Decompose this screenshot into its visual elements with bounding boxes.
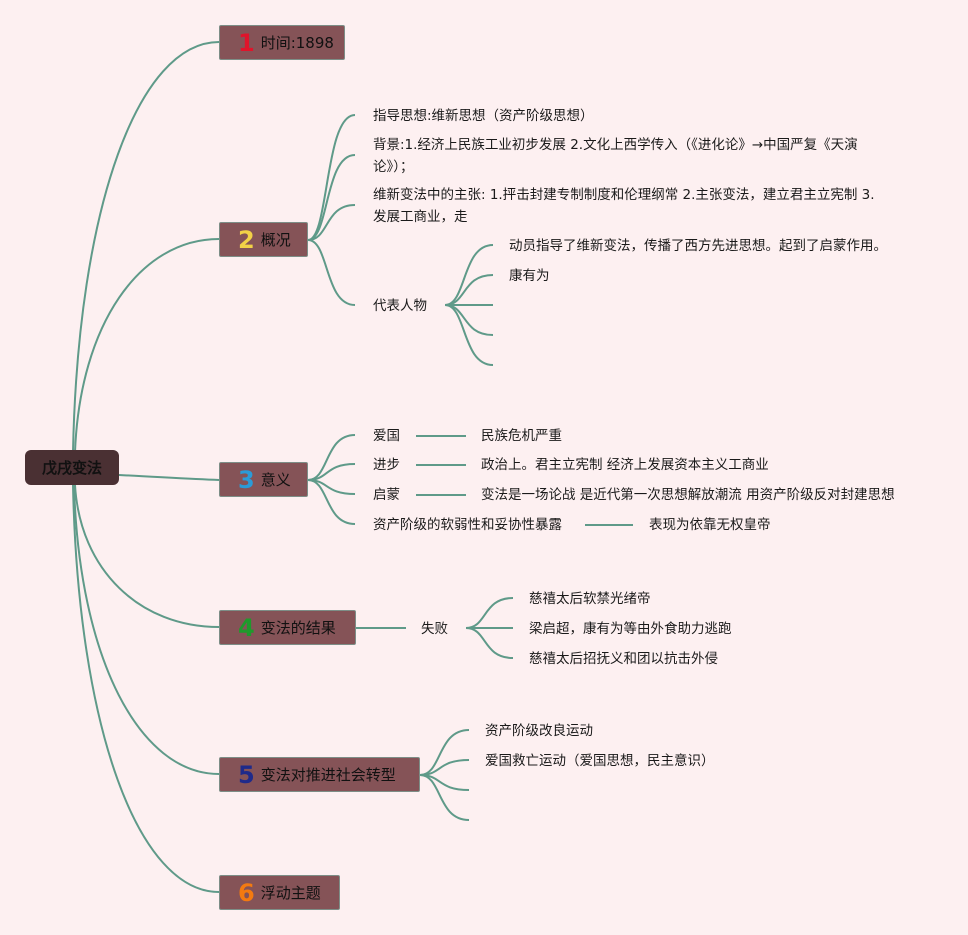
failure-item[interactable]: 慈禧太后招抚义和团以抗击外侵 xyxy=(529,648,718,670)
number-2-icon: 2 xyxy=(238,225,255,254)
subtopic-label: 梁启超，康有为等由外食助力逃跑 xyxy=(529,621,732,637)
branch-link xyxy=(465,597,514,629)
significance-item[interactable]: 资产阶级的软弱性和妥协性暴露 xyxy=(373,514,562,536)
topic-label: 浮动主题 xyxy=(260,884,321,902)
subtopic-label: 资产阶级改良运动 xyxy=(485,723,593,739)
topic-floating[interactable]: 6 浮动主题 xyxy=(219,875,340,910)
branch-link xyxy=(444,304,494,336)
subtopic-label: 指导思想:维新思想（资产阶级思想） xyxy=(373,108,594,124)
subtopic-background[interactable]: 背景:1.经济上民族工业初步发展 2.文化上西学传入（《进化论》→中国严复《天演… xyxy=(373,134,873,178)
subtopic-label: 慈禧太后软禁光绪帝 xyxy=(529,591,651,607)
number-6-icon: 6 xyxy=(238,878,255,907)
failure-item[interactable]: 慈禧太后软禁光绪帝 xyxy=(529,588,651,610)
branch-link xyxy=(307,114,356,241)
subtopic-label: 民族危机严重 xyxy=(481,428,562,444)
subtopic-label: 失败 xyxy=(421,621,448,637)
topic-label: 时间:1898 xyxy=(260,34,334,52)
connector-line xyxy=(416,464,466,466)
number-4-icon: 4 xyxy=(238,613,255,642)
root-link-2 xyxy=(74,238,220,453)
topic-social-transition[interactable]: 5 变法对推进社会转型 xyxy=(219,757,420,792)
root-link-4 xyxy=(74,484,220,628)
significance-item[interactable]: 进步 xyxy=(373,454,400,476)
branch-link xyxy=(307,479,356,525)
connector-line xyxy=(356,627,406,629)
branch-link xyxy=(307,154,356,241)
connector-line xyxy=(416,494,466,496)
topic-label: 变法对推进社会转型 xyxy=(260,766,396,784)
connector-line xyxy=(585,524,633,526)
subtopic-label: 政治上。君主立宪制 经济上发展资本主义工商业 xyxy=(481,457,769,473)
topic-result[interactable]: 4 变法的结果 xyxy=(219,610,356,645)
subtopic-label: 爱国 xyxy=(373,428,400,444)
subtopic-label: 爱国救亡运动（爱国思想，民主意识） xyxy=(485,753,715,769)
subtopic-label: 背景:1.经济上民族工业初步发展 2.文化上西学传入（《进化论》→中国严复《天演… xyxy=(373,137,858,175)
significance-detail[interactable]: 政治上。君主立宪制 经济上发展资本主义工商业 xyxy=(481,454,769,476)
significance-detail[interactable]: 变法是一场论战 是近代第一次思想解放潮流 用资产阶级反对封建思想 xyxy=(481,484,895,506)
branch-link xyxy=(419,774,470,821)
topic-time[interactable]: 1 时间:1898 xyxy=(219,25,345,60)
topic-label: 概况 xyxy=(260,231,291,249)
branch-link xyxy=(307,239,356,306)
root-topic[interactable]: 戊戌变法 xyxy=(25,450,119,485)
root-link-1 xyxy=(72,41,220,453)
transition-item[interactable]: 资产阶级改良运动 xyxy=(485,720,593,742)
significance-detail[interactable]: 民族危机严重 xyxy=(481,425,562,447)
connector-line xyxy=(416,435,466,437)
topic-label: 变法的结果 xyxy=(260,619,336,637)
failure-item[interactable]: 梁启超，康有为等由外食助力逃跑 xyxy=(529,618,732,640)
root-link-3 xyxy=(118,474,220,481)
topic-label: 意义 xyxy=(260,471,291,489)
subtopic-failure[interactable]: 失败 xyxy=(421,618,448,640)
branch-link xyxy=(307,434,356,481)
number-3-icon: 3 xyxy=(238,465,255,494)
subtopic-representatives[interactable]: 代表人物 xyxy=(373,295,427,317)
representative-item[interactable]: 动员指导了维新变法，传播了西方先进思想。起到了启蒙作用。 xyxy=(509,235,887,257)
subtopic-label: 启蒙 xyxy=(373,487,400,503)
branch-link xyxy=(444,244,494,306)
subtopic-guiding-ideology[interactable]: 指导思想:维新思想（资产阶级思想） xyxy=(373,105,594,127)
branch-link xyxy=(419,729,470,776)
topic-overview[interactable]: 2 概况 xyxy=(219,222,308,257)
subtopic-label: 进步 xyxy=(373,457,400,473)
root-topic-label: 戊戌变法 xyxy=(41,459,102,477)
subtopic-propositions[interactable]: 维新变法中的主张: 1.抨击封建专制制度和伦理纲常 2.主张变法，建立君主立宪制… xyxy=(373,184,878,228)
subtopic-label: 代表人物 xyxy=(373,298,427,314)
branch-link xyxy=(444,274,494,306)
transition-item[interactable]: 爱国救亡运动（爱国思想，民主意识） xyxy=(485,750,715,772)
subtopic-label: 表现为依靠无权皇帝 xyxy=(649,517,771,533)
root-link-6 xyxy=(72,484,220,893)
number-5-icon: 5 xyxy=(238,760,255,789)
significance-item[interactable]: 启蒙 xyxy=(373,484,400,506)
representative-item[interactable]: 康有为 xyxy=(509,265,550,287)
subtopic-label: 慈禧太后招抚义和团以抗击外侵 xyxy=(529,651,718,667)
significance-item[interactable]: 爱国 xyxy=(373,425,400,447)
branch-link xyxy=(465,627,514,659)
subtopic-label: 康有为 xyxy=(509,268,550,284)
subtopic-label: 资产阶级的软弱性和妥协性暴露 xyxy=(373,517,562,533)
significance-detail[interactable]: 表现为依靠无权皇帝 xyxy=(649,514,771,536)
number-1-icon: 1 xyxy=(238,28,255,57)
topic-significance[interactable]: 3 意义 xyxy=(219,462,308,497)
root-link-5 xyxy=(73,484,220,775)
subtopic-label: 动员指导了维新变法，传播了西方先进思想。起到了启蒙作用。 xyxy=(509,238,887,254)
branch-link xyxy=(444,304,494,366)
subtopic-label: 变法是一场论战 是近代第一次思想解放潮流 用资产阶级反对封建思想 xyxy=(481,487,895,503)
subtopic-label: 维新变法中的主张: 1.抨击封建专制制度和伦理纲常 2.主张变法，建立君主立宪制… xyxy=(373,187,875,225)
branch-link xyxy=(307,204,356,241)
